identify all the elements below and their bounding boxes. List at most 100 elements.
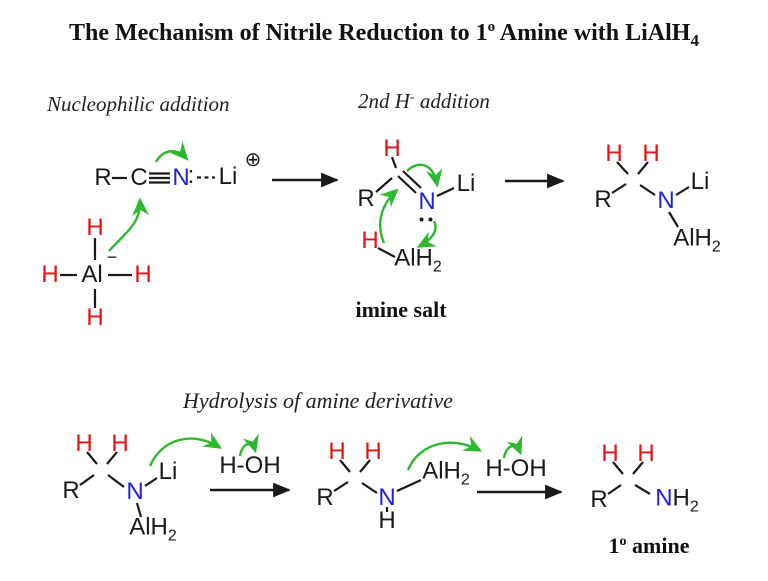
bond (607, 484, 622, 495)
bond (377, 247, 396, 258)
degree-superscript: o (619, 534, 627, 549)
bond (632, 461, 644, 475)
atom-r: R (316, 484, 334, 511)
atom-h: H (328, 438, 346, 465)
atom-h: H (378, 507, 396, 534)
bond-double (397, 175, 417, 194)
curved-arrow-hydride-to-c-2 (379, 188, 399, 244)
group-alh2: AlH2 (394, 244, 442, 276)
caption-primary-amine: 1o amine (609, 533, 690, 559)
atom-r: R (94, 164, 112, 191)
group-nh2: NH2 (655, 484, 699, 516)
atom-li: Li (456, 170, 476, 197)
positive-charge-icon: ⊕ (244, 149, 262, 171)
subscript-2: 2 (689, 498, 699, 516)
bond (634, 484, 651, 495)
reaction-arrows (210, 172, 565, 500)
atom-h: H (642, 140, 660, 167)
bond (612, 461, 624, 475)
atom-r: R (594, 186, 612, 213)
alh-text: AlH (422, 457, 461, 485)
atom-n: N (418, 188, 436, 215)
atom-li: Li (218, 163, 238, 190)
bond (339, 459, 351, 473)
bond (361, 482, 378, 494)
bond (144, 477, 158, 487)
electron-arrows (108, 141, 523, 471)
alh-text: AlH (673, 224, 712, 252)
bond (107, 474, 125, 488)
atom-n: N (172, 164, 190, 191)
group-alh2: AlH2 (129, 513, 177, 545)
atom-h: H (111, 430, 129, 457)
caption-part: amine (626, 533, 690, 558)
label-nucleophilic-addition: Nucleophilic addition (47, 92, 230, 116)
alh-text: AlH (129, 513, 168, 541)
atom-li: Li (690, 168, 710, 195)
atom-h: H (86, 304, 104, 331)
curved-arrow-nli-to-water-h (148, 432, 223, 467)
atom-h: H (383, 135, 401, 162)
atom-al: Al (81, 261, 103, 288)
title-rest: Amine with LiAlH (495, 20, 691, 46)
bond (637, 161, 649, 175)
bonds-lithium-amide-right (611, 161, 690, 228)
lone-pair-dot (419, 217, 424, 222)
water-molecule: H-OH (485, 455, 547, 482)
alh-text: AlH (394, 244, 433, 272)
minus-superscript: - (409, 90, 415, 105)
bond (359, 459, 371, 473)
title-main: The Mechanism of Nitrile Reduction to 1 (69, 20, 488, 46)
bonds-nitrile (112, 172, 215, 184)
curved-arrow-oh-bond-to-o (238, 433, 259, 457)
bonds-primary-amine (607, 461, 651, 495)
bond (106, 451, 118, 465)
atom-n: N (657, 187, 675, 214)
group-alh2: AlH2 (422, 457, 470, 489)
subscript-2: 2 (460, 471, 470, 489)
caption-imine-salt: imine salt (355, 297, 447, 322)
atom-h: H (601, 440, 619, 467)
atom-h: H (637, 440, 655, 467)
atom-r: R (590, 486, 608, 513)
atom-h: H (134, 261, 152, 288)
atom-n: N (378, 484, 396, 511)
label-part: 2nd H (358, 89, 410, 113)
curved-arrow-pi-to-n-2 (406, 163, 443, 188)
page-title: The Mechanism of Nitrile Reduction to 1o… (0, 19, 768, 51)
curved-arrow-oh-bond-to-o-2 (502, 435, 523, 459)
bond (86, 451, 98, 465)
bond (375, 177, 393, 193)
bond (333, 481, 349, 492)
atom-n: N (126, 478, 144, 505)
atom-h: H (41, 261, 59, 288)
negative-charge-icon: − (106, 247, 118, 267)
atom-n: N (655, 484, 673, 512)
atom-c: C (130, 164, 148, 191)
water-molecule: H-OH (219, 452, 281, 479)
atom-r: R (62, 477, 80, 504)
bond (611, 183, 627, 194)
bonds-lithium-amide-left (79, 451, 158, 518)
bond (135, 502, 143, 518)
label-part: addition (414, 89, 490, 113)
bond-double (402, 170, 422, 189)
lone-pair-dot (428, 217, 433, 222)
atom-li: Li (158, 458, 178, 485)
curved-arrow-nal-to-water-h (406, 435, 483, 471)
subscript-2: 2 (167, 527, 177, 545)
atom-h: H (361, 227, 379, 254)
atom-h: H (75, 430, 93, 457)
curved-arrow-hydride-to-c (108, 197, 150, 252)
bond (668, 211, 679, 228)
lone-pair-colon: : (187, 162, 195, 189)
atom-h: H (86, 214, 104, 241)
subscript-2: 2 (432, 258, 442, 276)
bond (616, 161, 629, 175)
label-second-hydride-addition: 2nd H- addition (358, 89, 490, 114)
bonds-amine-alane (333, 459, 422, 512)
subscript-2: 2 (711, 238, 721, 256)
curved-arrow-pi-to-n (154, 141, 189, 163)
